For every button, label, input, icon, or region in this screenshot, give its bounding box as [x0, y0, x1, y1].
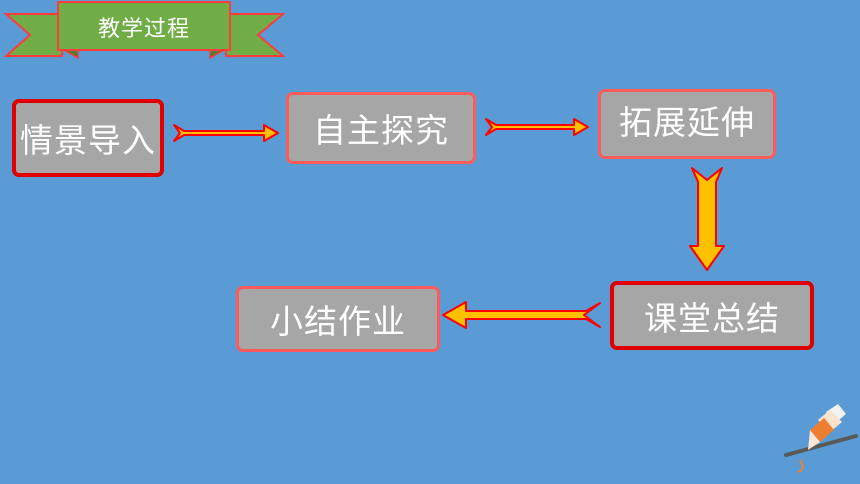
banner-left-tail: [3, 13, 63, 57]
step-intro: 情景导入: [12, 99, 164, 177]
banner-face: [57, 1, 231, 51]
arrow-explore-to-extend: [485, 118, 589, 136]
step-summary: 课堂总结: [610, 281, 814, 350]
banner-right-tail: [225, 13, 286, 57]
step-homework: 小结作业: [236, 286, 440, 352]
step-extend: 拓展延伸: [598, 89, 776, 159]
arrow-summary-to-homework: [442, 301, 601, 329]
page-title: 教学过程: [97, 17, 190, 42]
step-explore: 自主探究: [286, 92, 476, 164]
arrow-extend-to-summary: [689, 167, 725, 271]
title-banner: [3, 1, 286, 60]
arrow-intro-to-explore: [173, 124, 279, 142]
pencil-icon: [784, 404, 858, 473]
